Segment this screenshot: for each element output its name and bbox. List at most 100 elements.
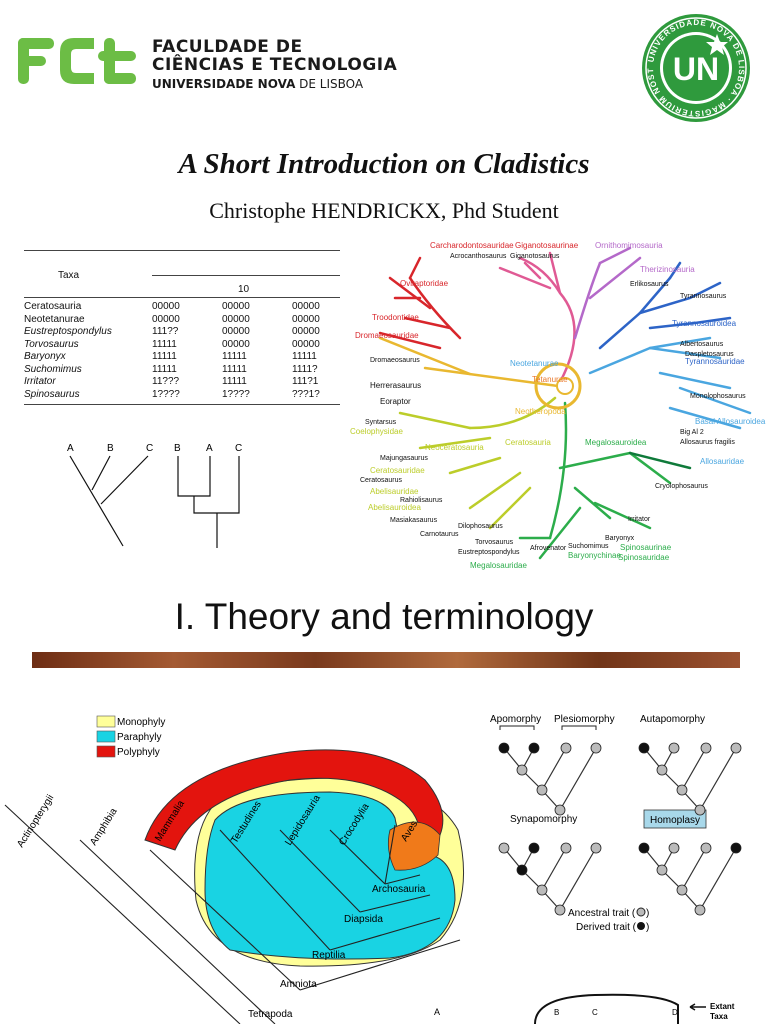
matrix-taxon: Suchomimus — [24, 363, 82, 375]
matrix-taxa-header: Taxa — [58, 270, 80, 281]
label-giganotosaurinae: Giganotosaurinae — [515, 241, 579, 250]
label-tyrannosauridae: Tyrannosauridae — [685, 357, 745, 366]
label-oviraptoridae: Oviraptoridae — [400, 279, 449, 288]
derived-trait-text: Derived trait ( — [576, 922, 637, 933]
university-seal-logo: UNIVERSIDADE NOVA DE LISBOA · MAGISTERIU… — [640, 12, 750, 122]
matrix-taxon: Spinosaurus — [24, 388, 80, 400]
label-tyrannosaurus: Tyrannosaurus — [680, 293, 727, 300]
label-coelophysidae: Coelophysidae — [350, 427, 403, 436]
tree-right-label-c: C — [235, 443, 242, 454]
matrix-cell: 00000 — [292, 326, 320, 337]
matrix-cell: 11111 — [222, 376, 247, 387]
matrix-cell: ???1? — [292, 388, 320, 400]
label-dromaeosauridae: Dromaeosauridae — [355, 331, 419, 340]
label-cryolophosaurus: Cryolophosaurus — [655, 483, 708, 490]
legend-swatch-monophyly — [96, 715, 116, 728]
label-troodontidae: Troodontidae — [372, 313, 419, 322]
taxon-actinopterygii: Actinopterygii — [15, 793, 56, 850]
ancestral-trait-close: ) — [646, 908, 649, 919]
matrix-taxon: Ceratosauria — [24, 301, 82, 312]
trait-root-node — [694, 804, 706, 816]
trait-tip-node — [590, 842, 602, 854]
trait-tip-node — [638, 742, 650, 754]
matrix-cell: 00000 — [292, 301, 320, 312]
label-neoceratosauria: Neoceratosauria — [425, 443, 484, 452]
label-spinosaurinae: Spinosaurinae — [620, 543, 672, 552]
matrix-cell: 111?? — [152, 326, 179, 337]
radial-theropod-tree: Carcharodontosauridae Giganotosaurinae O… — [350, 241, 766, 570]
label-baryonyx: Baryonyx — [605, 535, 635, 542]
matrix-cell: 11??? — [152, 376, 180, 387]
node-tetrapoda: Tetrapoda — [248, 1009, 293, 1020]
trait-tip-node — [560, 842, 572, 854]
trait-root-node — [554, 804, 566, 816]
tree-left-label-a: A — [67, 443, 74, 454]
derived-trait-close: ) — [646, 922, 649, 933]
label-neotetanurae: Neotetanurae — [510, 359, 559, 368]
matrix-cell: 1???? — [222, 388, 250, 400]
matrix-cell: 00000 — [152, 313, 180, 325]
matrix-cell: 11111 — [152, 338, 177, 350]
label-giganotosaurus: Giganotosaurus — [510, 253, 560, 260]
matrix-cell: 00000 — [222, 301, 250, 312]
label-homoplasy: Homoplasy — [650, 815, 700, 826]
trait-tip-node — [590, 742, 602, 754]
matrix-cell: 11111 — [222, 363, 247, 375]
trait-tip-node — [528, 842, 540, 854]
matrix-taxon: Baryonyx — [24, 351, 66, 362]
label-big-al-2: Big Al 2 — [680, 429, 704, 436]
tree-left-label-c: C — [146, 443, 153, 454]
label-eustreptospondylus: Eustreptospondylus — [458, 549, 520, 556]
label-autapomorphy: Autapomorphy — [640, 714, 705, 725]
matrix-mid-rule — [24, 297, 340, 298]
matrix-cell: 11111 — [152, 351, 177, 362]
label-suchomimus: Suchomimus — [568, 543, 609, 550]
trait-inner-node — [516, 864, 528, 876]
fct-line-1: FACULDADE DE — [152, 37, 303, 57]
label-carnotaurus: Carnotaurus — [420, 531, 459, 538]
svg-text:UN: UN — [673, 51, 719, 87]
label-ceratosauria: Ceratosauria — [505, 438, 551, 447]
trait-tip-node — [498, 842, 510, 854]
trait-inner-node — [656, 764, 668, 776]
label-rahiolisaurus: Rahiolisaurus — [400, 497, 443, 504]
derived-trait-dot — [637, 922, 645, 930]
matrix-cell: 00000 — [222, 338, 250, 350]
label-torvosaurus: Torvosaurus — [475, 539, 514, 546]
matrix-cell: 1111? — [292, 363, 318, 375]
label-erlikosaurus: Erlikosaurus — [630, 281, 669, 288]
trait-tip-node — [700, 742, 712, 754]
label-therizinosauria: Therizinosauria — [640, 265, 695, 274]
label-irritator: Irritator — [628, 516, 651, 523]
taxon-amphibia: Amphibia — [88, 806, 120, 848]
legend-swatch-polyphyly — [96, 745, 116, 758]
label-eoraptor: Eoraptor — [380, 397, 411, 406]
matrix-cell: 00000 — [222, 313, 250, 325]
tree-left-label-b: B — [107, 443, 114, 454]
section-heading: I. Theory and terminology — [174, 596, 594, 637]
label-allosauridae: Allosauridae — [700, 457, 745, 466]
node-amniota: Amniota — [280, 979, 317, 990]
matrix-cell: 00000 — [292, 338, 320, 350]
homoplasy-box — [643, 809, 707, 829]
label-dromaeosaurus: Dromaeosaurus — [370, 357, 420, 364]
matrix-header: Taxa 10 — [24, 251, 340, 295]
label-apomorphy: Apomorphy — [490, 714, 541, 725]
matrix-taxon: Neotetanurae — [24, 313, 85, 325]
legend-swatch-paraphyly — [96, 730, 116, 743]
bottom-label-b: B — [554, 1008, 559, 1017]
trait-inner-node — [676, 784, 688, 796]
node-diapsida: Diapsida — [344, 914, 383, 925]
trait-root-node — [694, 904, 706, 916]
matrix-cell: 11111 — [222, 351, 247, 362]
bottom-label-c: C — [592, 1008, 598, 1017]
label-tyrannosauroidea: Tyrannosauroidea — [672, 319, 737, 328]
trait-tip-node — [638, 842, 650, 854]
tree-right-label-a: A — [206, 443, 213, 454]
